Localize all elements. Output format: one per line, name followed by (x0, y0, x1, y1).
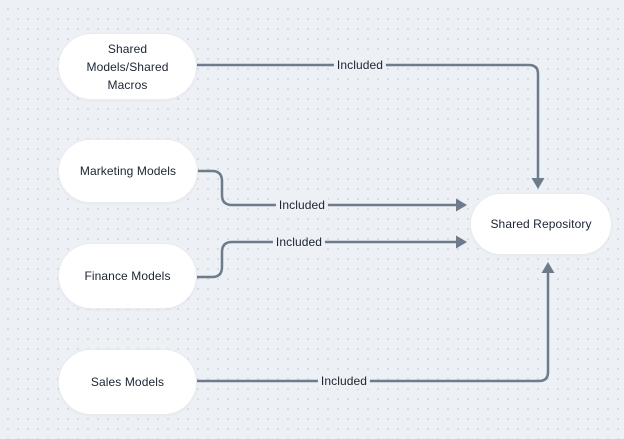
edge-label-included-shared-models: Included (333, 57, 387, 73)
node-shared-repository: Shared Repository (470, 193, 612, 255)
node-label: Sales Models (90, 375, 165, 389)
node-label: Shared Models/Shared Macros (86, 41, 169, 92)
edge-sales-to-repo (197, 273, 550, 383)
node-finance-models: Finance Models (58, 243, 197, 309)
edge-label-included-marketing: Included (275, 197, 329, 213)
node-shared-models-macros: Shared Models/Shared Macros (58, 33, 197, 100)
node-label: Shared Repository (490, 217, 592, 231)
edge-shared-models-to-repo (197, 63, 540, 179)
arrowhead-right-icon (456, 235, 467, 249)
edge-label-included-finance: Included (272, 234, 326, 250)
node-marketing-models: Marketing Models (58, 139, 198, 203)
arrowhead-right-icon (456, 198, 467, 212)
node-label: Finance Models (84, 269, 171, 283)
edge-marketing-to-repo (197, 169, 456, 207)
arrowhead-down-icon (531, 178, 545, 189)
node-label: Marketing Models (79, 164, 177, 178)
node-sales-models: Sales Models (58, 349, 197, 415)
arrowhead-up-icon (541, 262, 555, 273)
edge-finance-to-repo (197, 240, 456, 279)
edge-label-included-sales: Included (317, 373, 371, 389)
